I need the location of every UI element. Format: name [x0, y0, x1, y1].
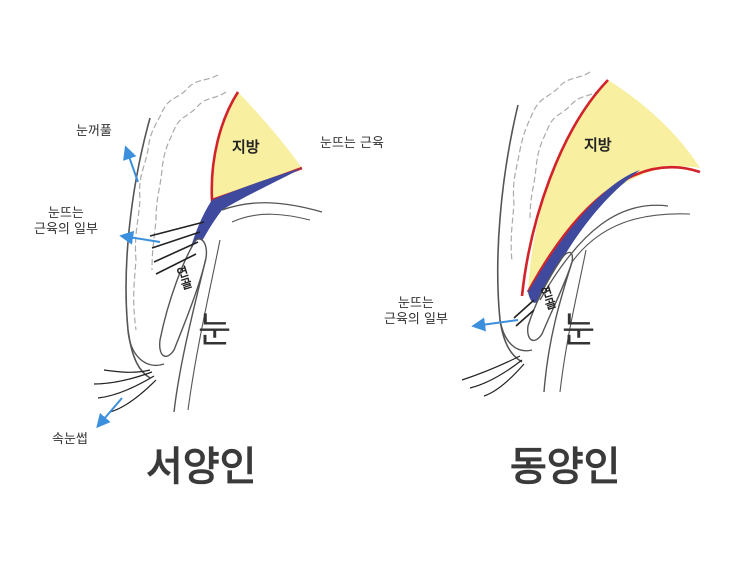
eastern-septum: [520, 79, 609, 297]
eastern-skin-outline: [496, 104, 523, 363]
western-diagram: [93, 74, 323, 429]
western-label-levator-part: 눈뜨는 근육의 일부: [34, 206, 98, 238]
western-fat-label: 지방: [232, 138, 260, 156]
western-levator-muscle: [186, 168, 302, 268]
eastern-eyelashes: [461, 355, 521, 381]
eastern-tarsus: [527, 251, 574, 342]
western-orbicularis-muscle-inner: [151, 91, 227, 271]
eastern-diagram: [461, 71, 701, 397]
western-eye-label: 눈: [198, 310, 232, 351]
western-tarsus: [159, 238, 208, 358]
eastern-fat-label: 지방: [584, 136, 612, 154]
western-arrow-eyelashes: [96, 397, 123, 429]
eastern-orbicularis-muscle-inner: [529, 89, 601, 219]
eastern-label-levator-part: 눈뜨는 근육의 일부: [384, 296, 448, 328]
western-skin-outline: [125, 117, 151, 379]
western-orbicularis-muscle: [133, 74, 219, 331]
label-levator-muscle: 눈뜨는 근육: [320, 136, 384, 151]
western-fat-pad: [211, 92, 302, 200]
eastern-arrow-levator-part: [471, 317, 519, 332]
eastern-orbicularis-muscle: [510, 71, 591, 263]
eastern-eye-label: 눈: [562, 310, 596, 351]
western-eyelashes: [93, 371, 153, 385]
eastern-title: 동양인: [510, 444, 621, 490]
western-title: 서양인: [146, 444, 257, 490]
label-eyelashes: 속눈썹: [52, 432, 88, 447]
label-eyelid-skin: 눈꺼풀: [76, 124, 112, 139]
western-arrow-eyelid: [123, 145, 139, 183]
western-arrow-levator-part: [119, 230, 161, 245]
